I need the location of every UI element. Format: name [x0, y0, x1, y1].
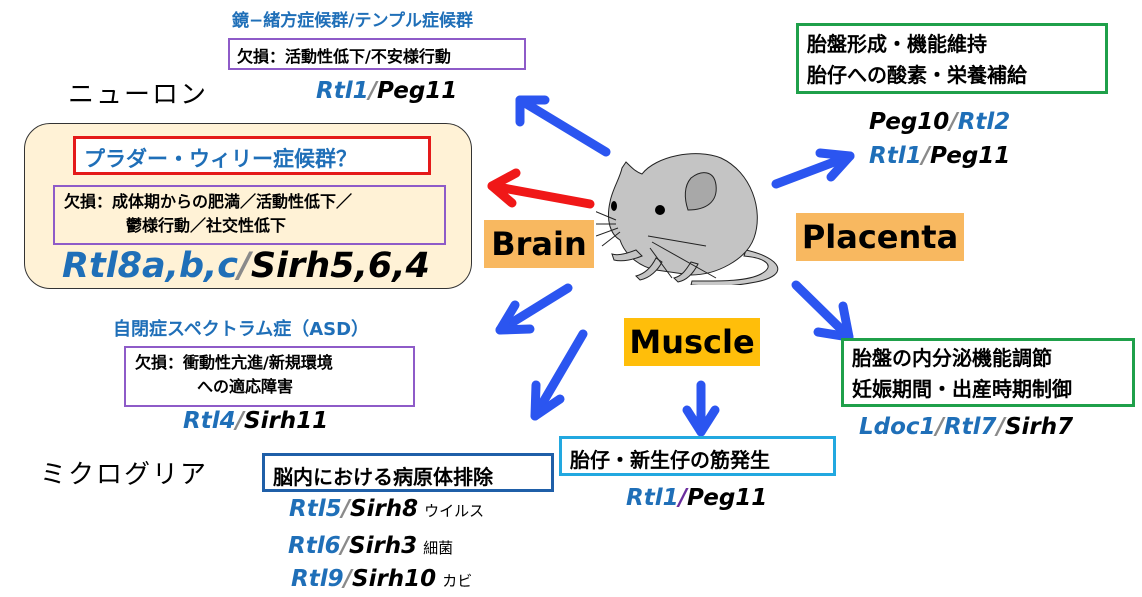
gene-peg11: Peg11 [687, 485, 768, 511]
placenta-endocrine-box: 胎盤の内分泌機能調節 妊娠期間・出産時期制御 [841, 338, 1135, 407]
microglia-gene-row: Rtl5/Sirh8 ウイルス [289, 496, 484, 522]
kagami-gene-pair: Rtl1/Peg11 [316, 78, 457, 104]
gene-rtl2: Rtl2 [957, 109, 1011, 135]
placenta-formation-box: 胎盤形成・機能維持 胎仔への酸素・栄養補給 [796, 23, 1108, 94]
gene-slash: / [921, 143, 930, 169]
gene-sirh564: Sirh5,6,4 [250, 246, 430, 286]
asd-deficit-box: 欠損：衝動性亢進/新規環境 への適応障害 [124, 346, 415, 407]
gene-peg10: Peg10 [869, 109, 950, 135]
gene-ldoc1: Ldoc1 [859, 414, 936, 440]
asd-deficit-line2: への適応障害 [197, 377, 294, 396]
placenta-tag-label: Placenta [801, 218, 959, 256]
gene-slash: / [678, 485, 687, 511]
prader-willi-deficit-box: 欠損：成体期からの肥満／活動性低下／ 鬱様行動／社交性低下 [53, 185, 446, 245]
muscle-development-title: 胎仔・新生仔の筋発生 [570, 448, 770, 472]
prader-willi-deficit-line2: 鬱様行動／社交性低下 [126, 216, 287, 235]
gene-slash: / [341, 496, 350, 522]
gene-rtl6: Rtl6 [288, 533, 341, 559]
gene-rtl7: Rtl7 [943, 414, 997, 440]
placenta-gene-row: Peg10/Rtl2 [869, 109, 1010, 135]
gene-slash: / [238, 246, 251, 286]
gene-slash: / [996, 414, 1005, 440]
neuron-label: ニューロン [68, 80, 209, 110]
muscle-gene-pair: Rtl1/Peg11 [626, 485, 767, 511]
prader-willi-gene-pair: Rtl8a,b,c/Sirh5,6,4 [62, 246, 430, 286]
placenta-endocrine-gene-set: Ldoc1/Rtl7/Sirh7 [859, 414, 1073, 440]
muscle-development-box: 胎仔・新生仔の筋発生 [559, 436, 836, 476]
placenta-formation-line1: 胎盤形成・機能維持 [807, 32, 987, 56]
kagami-deficit-text: 欠損：活動性低下/不安様行動 [237, 47, 451, 66]
pathogen-note: 細菌 [423, 539, 454, 557]
prader-willi-title-box: プラダー・ウィリー症候群？ [73, 136, 431, 175]
gene-slash: / [368, 78, 377, 104]
arrow-to-muscle-development [682, 380, 720, 437]
microglia-gene-row: Rtl9/Sirh10 カビ [291, 566, 472, 592]
placenta-endocrine-line2: 妊娠期間・出産時期制御 [852, 377, 1072, 401]
gene-rtl1: Rtl1 [626, 485, 679, 511]
kagami-temple-title: 鏡−緒方症候群/テンプル症候群 [232, 11, 473, 31]
placenta-gene-row: Rtl1/Peg11 [869, 143, 1010, 169]
asd-gene-pair: Rtl4/Sirh11 [183, 408, 328, 434]
prader-willi-title: プラダー・ウィリー症候群？ [84, 147, 357, 171]
gene-slash: / [343, 566, 352, 592]
asd-title: 自閉症スペクトラム症（ASD） [113, 319, 370, 340]
brain-tag-label: Brain [491, 225, 587, 263]
gene-slash: / [949, 109, 958, 135]
gene-rtl1: Rtl1 [316, 78, 369, 104]
gene-sirh10: Sirh10 [352, 566, 437, 592]
kagami-deficit-box: 欠損：活動性低下/不安様行動 [228, 38, 526, 70]
gene-rtl8abc: Rtl8a,b,c [62, 246, 239, 286]
gene-sirh11: Sirh11 [244, 408, 329, 434]
placenta-tag: Placenta [796, 213, 964, 261]
placenta-endocrine-line1: 胎盤の内分泌機能調節 [852, 346, 1052, 370]
gene-rtl9: Rtl9 [291, 566, 344, 592]
arrow-to-microglia [530, 329, 588, 421]
gene-peg11: Peg11 [930, 143, 1011, 169]
gene-sirh8: Sirh8 [350, 496, 419, 522]
gene-rtl1: Rtl1 [869, 143, 922, 169]
microglia-function-box: 脳内における病原体排除 [262, 453, 554, 492]
prader-willi-deficit-line1: 欠損：成体期からの肥満／活動性低下／ [64, 192, 353, 211]
gene-slash: / [935, 414, 944, 440]
mouse-icon [596, 153, 779, 285]
microglia-label: ミクログリア [40, 460, 209, 490]
arrow-to-neuron [515, 95, 611, 157]
asd-deficit-line1: 欠損：衝動性亢進/新規環境 [135, 353, 333, 372]
arrow-to-placenta-formation [771, 148, 855, 189]
arrow-to-prader-willi [487, 168, 595, 209]
gene-rtl5: Rtl5 [289, 496, 342, 522]
brain-tag: Brain [484, 220, 594, 268]
microglia-gene-row: Rtl6/Sirh3 細菌 [288, 533, 453, 559]
placenta-formation-line2: 胎仔への酸素・栄養補給 [807, 63, 1027, 87]
gene-slash: / [340, 533, 349, 559]
gene-peg11: Peg11 [377, 78, 458, 104]
gene-sirh7: Sirh7 [1004, 414, 1074, 440]
muscle-tag-label: Muscle [629, 323, 755, 361]
microglia-function-title: 脳内における病原体排除 [273, 465, 493, 489]
arrow-to-placenta-endocrine [791, 280, 854, 342]
gene-slash: / [235, 408, 244, 434]
arrow-to-asd [495, 283, 573, 335]
gene-sirh3: Sirh3 [349, 533, 418, 559]
pathogen-note: カビ [442, 572, 473, 590]
muscle-tag: Muscle [624, 318, 760, 366]
pathogen-note: ウイルス [424, 502, 485, 520]
gene-rtl4: Rtl4 [183, 408, 236, 434]
